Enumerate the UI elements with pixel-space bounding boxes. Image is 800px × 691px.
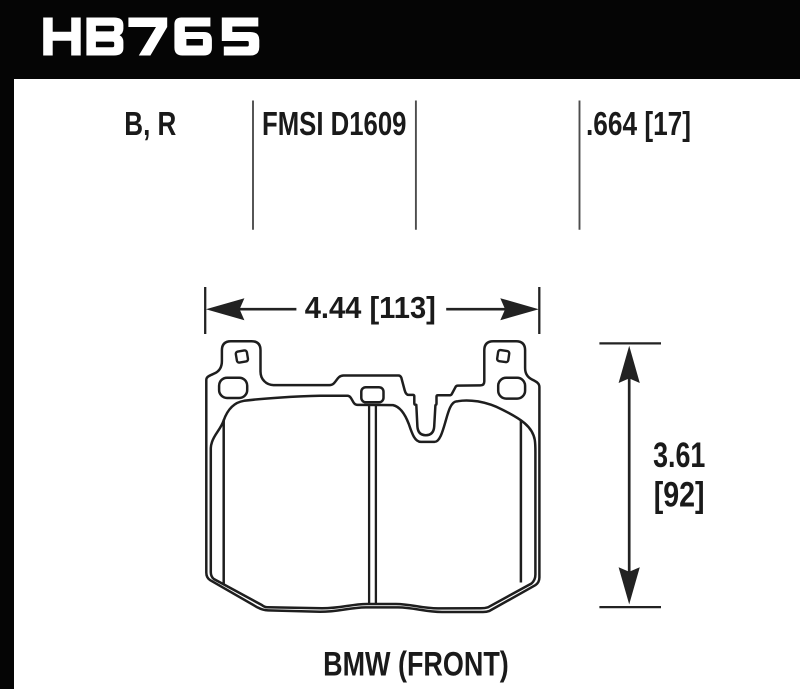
svg-text:B, R: B, R bbox=[124, 105, 176, 142]
svg-text:[92]: [92] bbox=[654, 474, 705, 514]
svg-text:.664 [17]: .664 [17] bbox=[586, 105, 691, 142]
svg-text:4.44 [113]: 4.44 [113] bbox=[305, 290, 436, 325]
svg-text:BMW (FRONT): BMW (FRONT) bbox=[323, 646, 509, 684]
svg-text:3.61: 3.61 bbox=[653, 435, 705, 475]
svg-text:FMSI D1609: FMSI D1609 bbox=[262, 105, 407, 142]
